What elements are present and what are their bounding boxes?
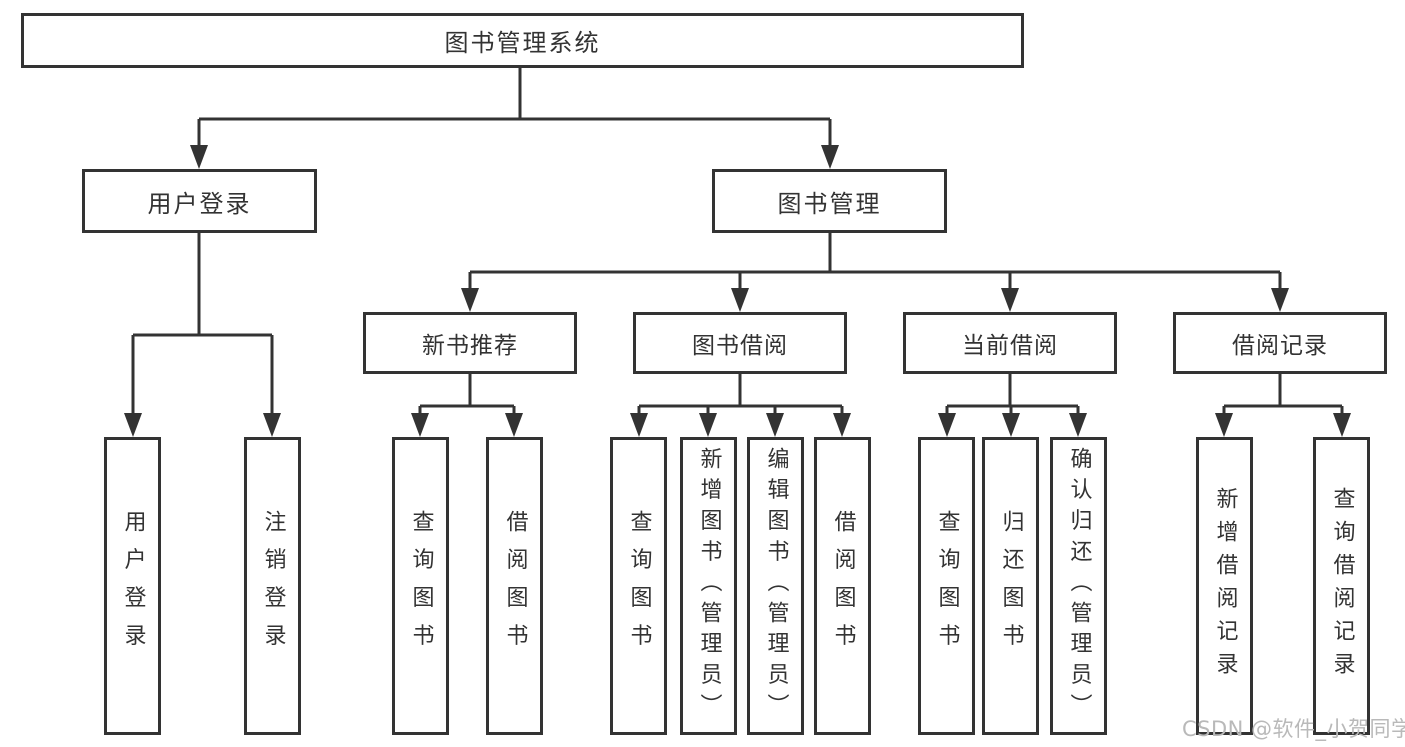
node-label: 图书管理系统 (444, 29, 601, 57)
node-new-book-recommend: 新书推荐 (363, 312, 577, 374)
node-library-management-system: 图书管理系统 (21, 13, 1024, 68)
node-current-borrow: 当前借阅 (903, 312, 1117, 374)
leaf-label: 注销登录 (260, 510, 286, 662)
leaf-query-books-recommend: 查询图书 (392, 437, 449, 735)
node-label: 图书管理 (777, 189, 882, 218)
leaf-label: 查询借阅记录 (1329, 487, 1355, 685)
connector-book-borrow-children (630, 374, 851, 437)
watermark: CSDN @软件_小贺同学 (1182, 717, 1405, 741)
leaf-label: 查询图书 (408, 510, 434, 662)
leaf-label: 确认归还（管理员） (1066, 447, 1092, 725)
node-book-borrow: 图书借阅 (633, 312, 847, 374)
connector-current-borrow-children (938, 374, 1087, 437)
node-label: 新书推荐 (422, 333, 518, 359)
node-label: 借阅记录 (1232, 333, 1328, 359)
node-book-management: 图书管理 (712, 169, 947, 233)
node-label: 用户登录 (147, 189, 252, 218)
leaf-add-book-admin: 新增图书（管理员） (680, 437, 737, 735)
leaf-confirm-return-admin: 确认归还（管理员） (1050, 437, 1107, 735)
connector-new-book-recommend-children (411, 374, 523, 437)
leaf-label: 用户登录 (120, 510, 146, 662)
leaf-label: 新增图书（管理员） (696, 447, 722, 725)
connector-user-login-children (124, 233, 281, 437)
leaf-label: 借阅图书 (830, 510, 856, 662)
leaf-query-books-borrow: 查询图书 (610, 437, 667, 735)
leaf-query-borrow-record: 查询借阅记录 (1313, 437, 1370, 735)
leaf-add-borrow-record: 新增借阅记录 (1196, 437, 1253, 735)
connector-borrow-records-children (1215, 374, 1351, 437)
leaf-edit-book-admin: 编辑图书（管理员） (747, 437, 804, 735)
node-label: 当前借阅 (962, 333, 1058, 359)
connector-book-management-children (461, 233, 1289, 312)
leaf-label: 查询图书 (934, 510, 960, 662)
leaf-logout: 注销登录 (244, 437, 301, 735)
leaf-borrow-books-borrow: 借阅图书 (814, 437, 871, 735)
leaf-query-books-current: 查询图书 (918, 437, 975, 735)
leaf-return-book: 归还图书 (982, 437, 1039, 735)
leaf-label: 归还图书 (998, 510, 1024, 662)
node-label: 图书借阅 (692, 333, 788, 359)
leaf-label: 新增借阅记录 (1212, 487, 1238, 685)
leaf-borrow-books-recommend: 借阅图书 (486, 437, 543, 735)
node-user-login: 用户登录 (82, 169, 317, 233)
node-borrow-records: 借阅记录 (1173, 312, 1387, 374)
leaf-label: 查询图书 (626, 510, 652, 662)
connector-root-to-level2 (190, 68, 839, 169)
leaf-label: 编辑图书（管理员） (763, 447, 789, 725)
leaf-user-login: 用户登录 (104, 437, 161, 735)
leaf-label: 借阅图书 (502, 510, 528, 662)
